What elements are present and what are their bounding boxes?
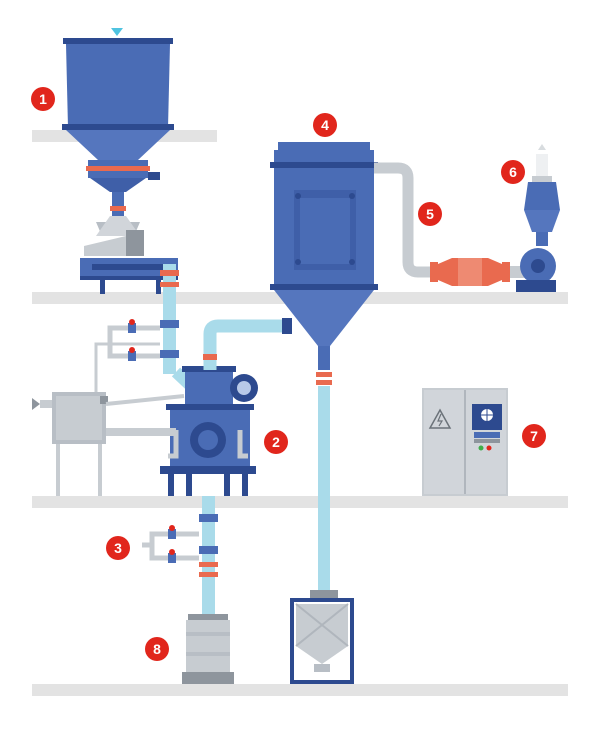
- hazard-voltage-icon: [428, 408, 452, 429]
- silencer: [430, 258, 530, 286]
- product-pipe: [202, 496, 215, 618]
- mill-to-separator-pipe: [203, 319, 290, 370]
- callout-1: 1: [31, 87, 55, 111]
- big-bag-station: [290, 590, 354, 684]
- hopper-fill-marker-icon: [111, 28, 123, 36]
- dosing-valves-upper: [107, 319, 160, 361]
- process-gas-unit: [32, 342, 185, 496]
- callout-2: 2: [264, 430, 288, 454]
- callout-4: 4: [313, 113, 337, 137]
- feed-pipe: [163, 264, 176, 374]
- floor-middle: [32, 496, 568, 508]
- floor-bottom: [32, 684, 568, 696]
- exhaust-duct: [374, 162, 430, 278]
- filter-separator: [270, 142, 378, 385]
- exhaust-fan: [516, 144, 560, 292]
- feed-hopper: [62, 28, 178, 294]
- callout-3: 3: [106, 536, 130, 560]
- control-cabinet: [422, 388, 508, 496]
- callout-5: 5: [418, 202, 442, 226]
- callout-7: 7: [522, 424, 546, 448]
- product-container: [182, 614, 234, 684]
- callout-6: 6: [501, 160, 525, 184]
- mill: [160, 366, 258, 496]
- separator-discharge-pipe: [318, 386, 330, 592]
- dosing-valves-lower: [142, 525, 199, 563]
- callout-8: 8: [145, 637, 169, 661]
